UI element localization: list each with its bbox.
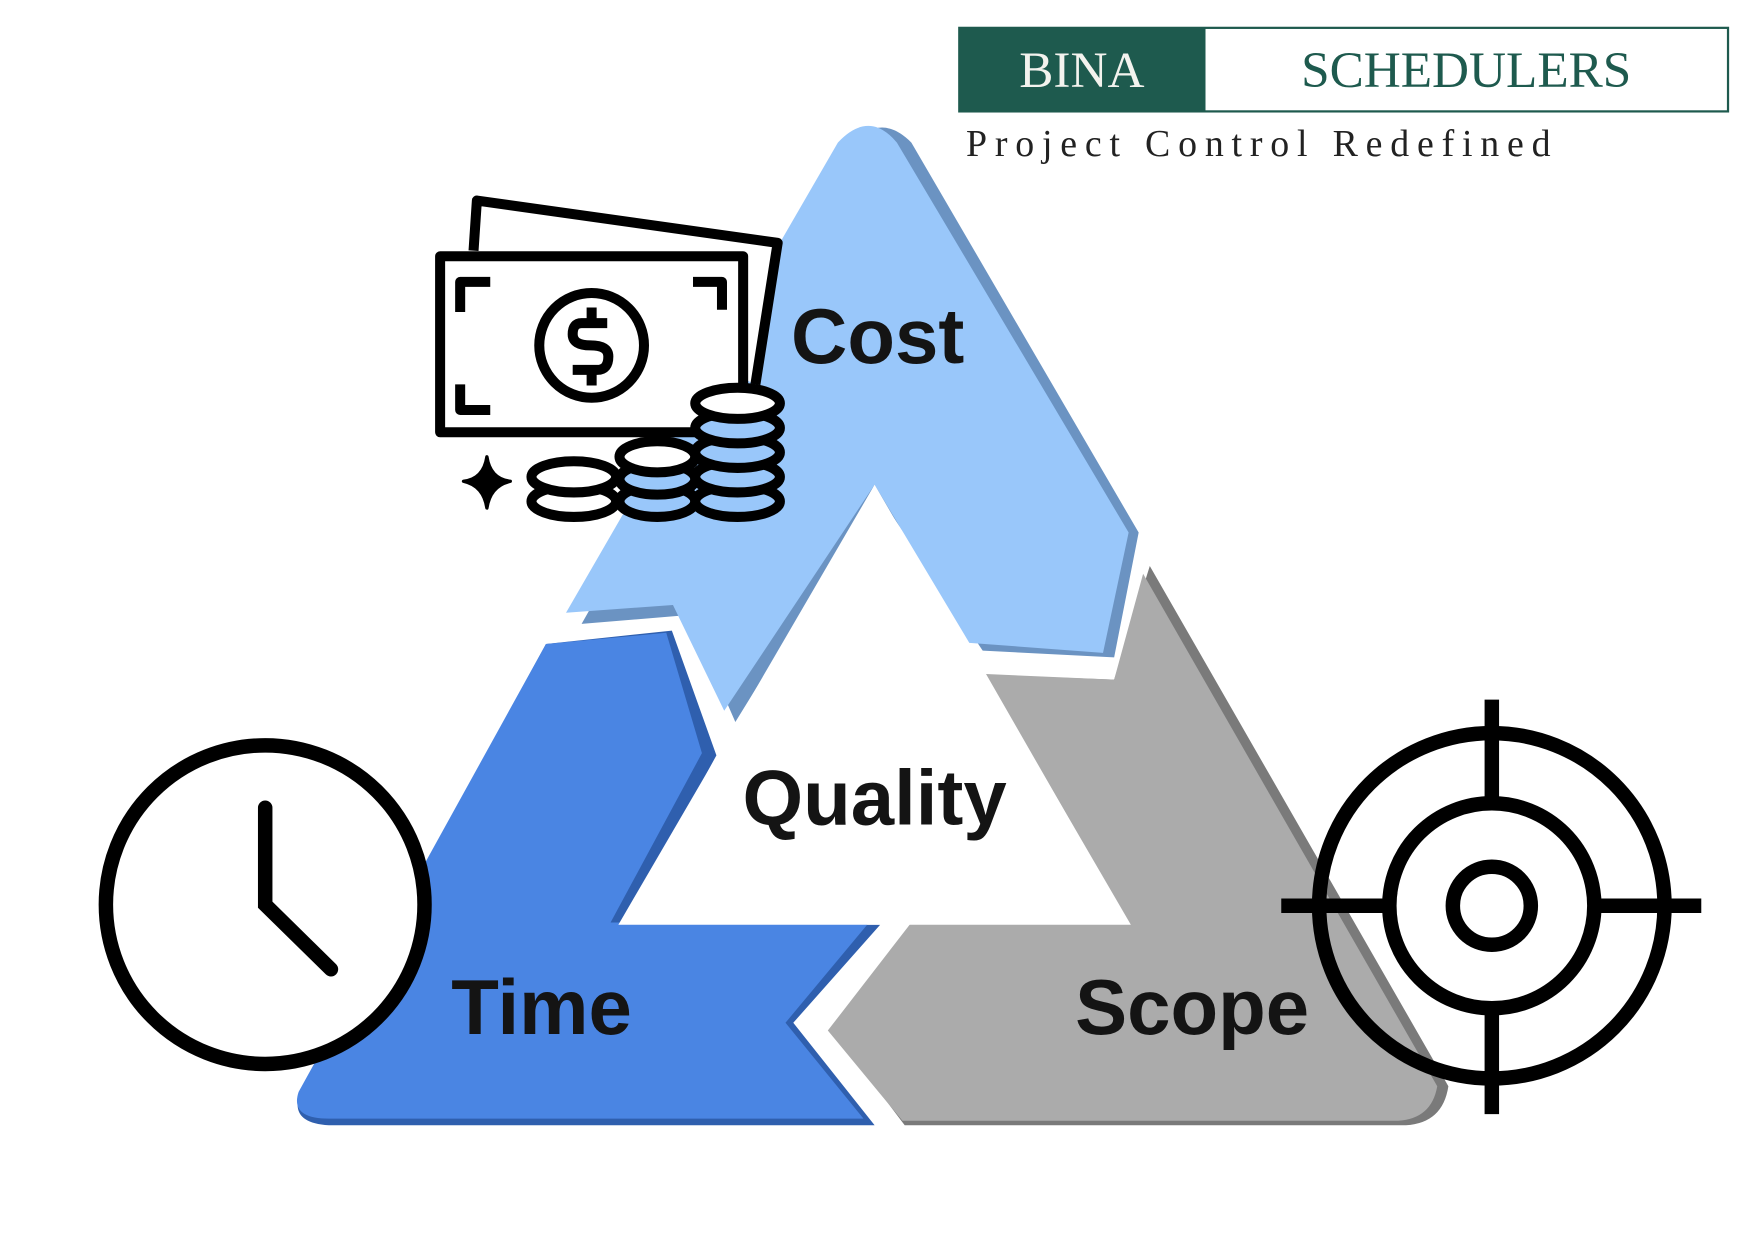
target-icon (1281, 699, 1702, 1115)
quality-triangle (618, 484, 1131, 925)
segment-scope (827, 565, 1449, 1126)
scope-arrow (827, 573, 1438, 1121)
time-arrow (296, 632, 870, 1119)
logo-tagline: Project Control Redefined (966, 123, 1558, 165)
logo: BINA SCHEDULERS Project Control Redefine… (958, 26, 1730, 165)
logo-dark-block (959, 27, 1206, 112)
label-quality: Quality (742, 753, 1006, 841)
logo-word-bina: BINA (1019, 42, 1144, 99)
money-icon (435, 195, 785, 522)
label-cost: Cost (791, 292, 964, 380)
label-scope: Scope (1075, 963, 1309, 1051)
logo-word-schedulers: SCHEDULERS (1301, 42, 1631, 99)
clock-icon (98, 738, 432, 1072)
segment-time (296, 630, 881, 1126)
cost-arrow (566, 125, 1129, 711)
label-time: Time (451, 963, 632, 1051)
segment-cost (566, 125, 1139, 722)
